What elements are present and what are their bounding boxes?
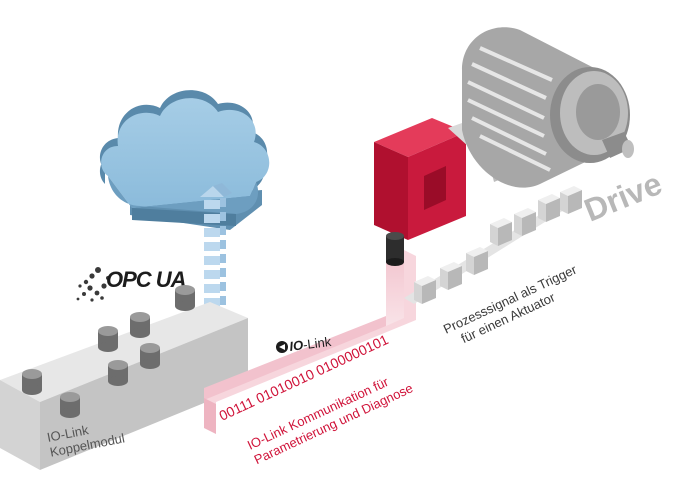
iolink-module: IO-Link Koppelmodul (0, 285, 248, 470)
communication-text: IO-Link Kommunikation für Parametrierung… (245, 366, 415, 467)
cloud-icon (99, 90, 270, 230)
opcua-logo-text: OPC UA (106, 267, 186, 292)
upload-arrow-icon (200, 183, 232, 321)
sensor-icon (374, 118, 466, 266)
iolink-logo-mark: IO (289, 337, 304, 354)
module-connector-pins (22, 285, 195, 418)
svg-text:IO-Link: IO-Link (289, 334, 333, 354)
iolink-logo-word: -Link (302, 334, 332, 352)
process-signal-steps (404, 186, 582, 304)
iolink-logo-icon (276, 341, 288, 353)
drive-label: Drive (579, 165, 667, 228)
opcua-logo: OPC UA (76, 267, 187, 302)
motor-icon (448, 27, 634, 188)
sensor-connector (386, 232, 404, 266)
process-signal-text: Prozesssignal als Trigger für einen Aktu… (441, 260, 589, 351)
iolink-logo: IO-Link (276, 334, 332, 354)
globe-swirl-icon (76, 267, 110, 302)
iolink-cable (204, 250, 416, 434)
